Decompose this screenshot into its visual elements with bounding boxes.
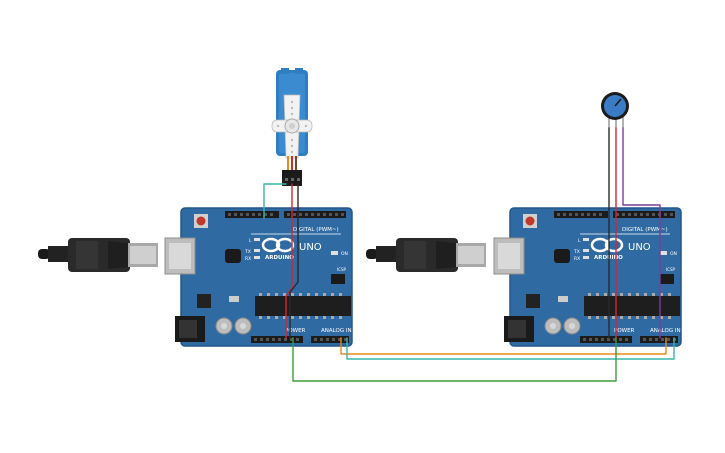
icsp-label: ICSP [337, 267, 347, 272]
digital-label: DIGITAL (PWM~) [622, 227, 668, 233]
on-label: ON [341, 251, 348, 257]
arduino-board-2[interactable]: DIGITAL (PWM~) UNO ARDUINO L TX RX ON IC… [493, 207, 682, 347]
servo-motor[interactable] [271, 68, 313, 186]
power-label: POWER [285, 328, 306, 334]
usb-cable-2[interactable] [366, 238, 486, 272]
l-label: L [249, 238, 252, 244]
wire-pot-right[interactable] [622, 127, 661, 339]
wire-serial-orange[interactable] [340, 337, 667, 355]
potentiometer[interactable] [601, 92, 629, 128]
power-label: POWER [614, 328, 635, 334]
on-label: ON [670, 251, 677, 257]
analog-label: ANALOG IN [650, 328, 681, 334]
wire-servo-gnd[interactable] [289, 183, 299, 339]
wire-servo-5v[interactable] [285, 183, 293, 339]
rx-label: RX [245, 256, 251, 262]
icsp-label: ICSP [666, 267, 676, 272]
tx-label: TX [573, 249, 580, 255]
analog-label: ANALOG IN [321, 328, 352, 334]
arduino-board-1[interactable]: DIGITAL (PWM~) UNO ARDUINO L TX RX ON [164, 207, 353, 347]
wire-ground-link[interactable] [292, 337, 617, 382]
wire-serial-teal[interactable] [346, 337, 675, 360]
rx-label: RX [574, 256, 580, 262]
model-label: UNO [628, 242, 651, 253]
arduino-logo-icon [261, 237, 295, 253]
digital-label: DIGITAL (PWM~) [293, 227, 339, 233]
brand-label: ARDUINO [265, 255, 294, 261]
wire-servo-signal[interactable] [263, 183, 287, 219]
model-label: UNO [299, 242, 322, 253]
tx-label: TX [244, 249, 251, 255]
l-label: L [578, 238, 581, 244]
arduino-logo-icon [590, 237, 624, 253]
usb-cable-1[interactable] [38, 238, 158, 272]
